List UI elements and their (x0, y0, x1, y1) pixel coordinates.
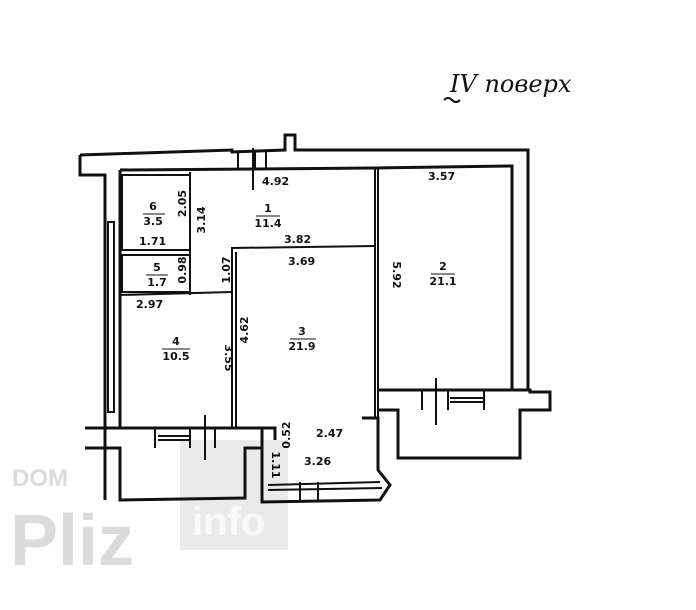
dim-3-14: 3.14 (195, 206, 208, 233)
dimensions: 4.92 3.57 2.05 1.71 3.14 3.82 3.69 0.98 … (136, 170, 455, 479)
dim-2-47: 2.47 (316, 427, 343, 440)
room-3-area: 21.9 (288, 340, 315, 353)
dim-2-05: 2.05 (176, 190, 189, 217)
room-1-area: 11.4 (254, 217, 281, 230)
dim-4-62: 4.62 (238, 316, 251, 343)
room-4-area: 10.5 (162, 350, 189, 363)
watermark-pliz: Pliz (10, 501, 134, 581)
dim-0-52: 0.52 (280, 421, 293, 448)
room-5-area: 1.7 (147, 276, 167, 289)
floor-heading: IV поверх (449, 70, 572, 98)
dim-3-55: 3.55 (222, 344, 235, 371)
room-2-number: 2 (439, 260, 447, 273)
watermark-box (180, 440, 288, 550)
dim-1-11: 1.11 (269, 451, 282, 478)
dim-4-92: 4.92 (262, 175, 289, 188)
room-3-number: 3 (298, 325, 306, 338)
dim-1-71: 1.71 (139, 235, 166, 248)
room-6-area: 3.5 (143, 215, 163, 228)
room-1-number: 1 (264, 202, 272, 215)
dim-3-69: 3.69 (288, 255, 315, 268)
dim-0-98: 0.98 (176, 256, 189, 283)
walls (78, 133, 552, 504)
room-4-number: 4 (172, 335, 180, 348)
dim-3-82: 3.82 (284, 233, 311, 246)
room-6-number: 6 (149, 200, 157, 213)
dim-2-97: 2.97 (136, 298, 163, 311)
watermark-dom: DOM (12, 465, 68, 492)
dim-5-92: 5.92 (390, 261, 403, 288)
dim-1-07: 1.07 (220, 256, 233, 283)
room-labels: 1 11.4 2 21.1 3 21.9 4 10.5 5 1.7 6 3.5 (143, 200, 457, 363)
room-5-number: 5 (153, 261, 161, 274)
watermark-info: info (192, 500, 265, 544)
dim-3-57: 3.57 (428, 170, 455, 183)
watermark: DOM Pliz info (10, 440, 288, 581)
heading-underline (443, 97, 461, 103)
room-2-area: 21.1 (429, 275, 456, 288)
dim-3-26: 3.26 (304, 455, 331, 468)
